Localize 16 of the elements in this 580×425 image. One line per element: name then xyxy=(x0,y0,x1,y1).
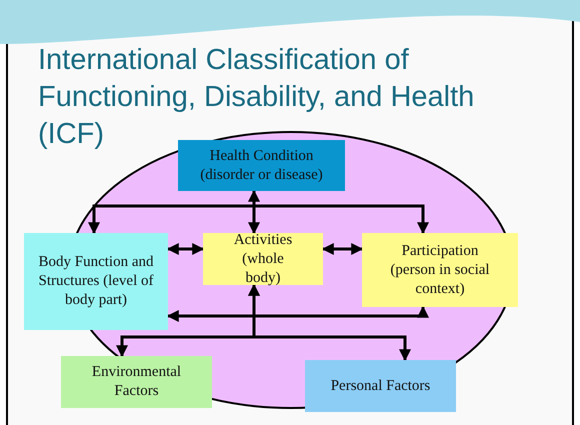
factor-box xyxy=(362,233,518,307)
box-label: Environmental Factors xyxy=(90,363,182,401)
arrow xyxy=(166,306,429,322)
factor-box xyxy=(203,233,323,285)
box-label: Body Function and Structures (level of body part) xyxy=(38,253,154,310)
box-label: Personal Factors xyxy=(330,376,430,396)
box-label: Activities (whole body) xyxy=(232,230,294,288)
factor-box xyxy=(305,360,456,412)
box-label: Participation (person in social context) xyxy=(389,242,491,298)
arrow xyxy=(166,243,204,255)
factor-box xyxy=(178,140,345,191)
arrow xyxy=(248,284,411,362)
factor-box xyxy=(24,233,168,330)
arrow xyxy=(248,190,260,234)
factor-box xyxy=(61,356,212,408)
arrow xyxy=(322,243,364,255)
